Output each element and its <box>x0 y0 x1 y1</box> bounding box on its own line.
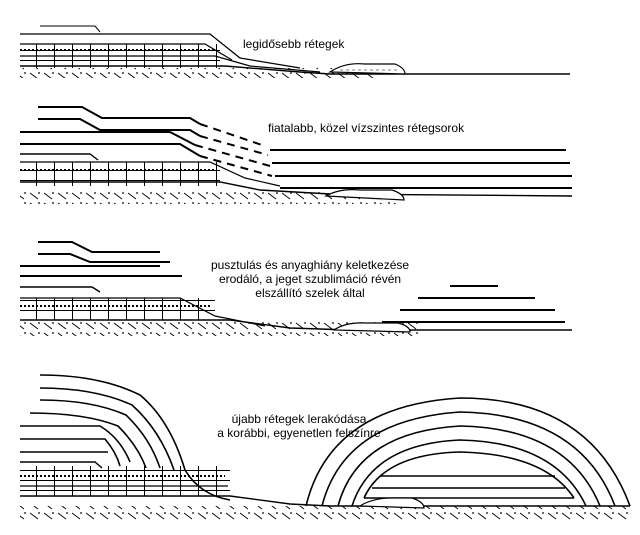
panel-4-dome-outer <box>305 397 631 507</box>
panel-3-caption-line-1: pusztulás és anyaghiány keletkezése <box>210 258 410 272</box>
panel-4-lens <box>358 497 425 509</box>
panel-4-brick-strata <box>20 466 230 496</box>
panel-3-erosion <box>20 241 572 336</box>
panel-3-caption-line-2: erodáló, a jeget szublimáció révén <box>218 272 402 286</box>
panel-1-lens <box>328 63 406 75</box>
panel-3-caption: pusztulás és anyaghiány keletkezése erod… <box>190 258 430 300</box>
panel-2-lens <box>323 189 405 201</box>
panel-3-brick-strata <box>20 298 215 320</box>
panel-1-bedrock <box>20 68 380 78</box>
panel-2-caption-line: fiatalabb, közel vízszintes rétegsorok <box>268 121 465 135</box>
panel-4-bedrock <box>20 506 630 522</box>
panel-2-younger-layers <box>20 106 573 204</box>
panel-3-caption-line-3: elszállító szelek által <box>255 286 365 300</box>
panel-2-caption: fiatalabb, közel vízszintes rétegsorok <box>268 121 464 135</box>
panel-1-caption: legidősebb rétegek <box>243 37 344 51</box>
panel-1-oldest-layers <box>20 25 570 78</box>
panel-4-caption-line-2: a korábbi, egyenetlen felszínre <box>217 426 381 440</box>
panel-2-bedrock <box>20 192 400 204</box>
panel-4-new-deposition <box>20 374 631 522</box>
panel-1-caption-line: legidősebb rétegek <box>243 37 345 51</box>
panel-4-caption-line-1: újabb rétegek lerakódása <box>231 412 367 426</box>
panel-4-caption: újabb rétegek lerakódása a korábbi, egye… <box>194 412 404 440</box>
panel-3-bedrock <box>20 322 420 336</box>
panel-3-lens <box>332 322 411 333</box>
